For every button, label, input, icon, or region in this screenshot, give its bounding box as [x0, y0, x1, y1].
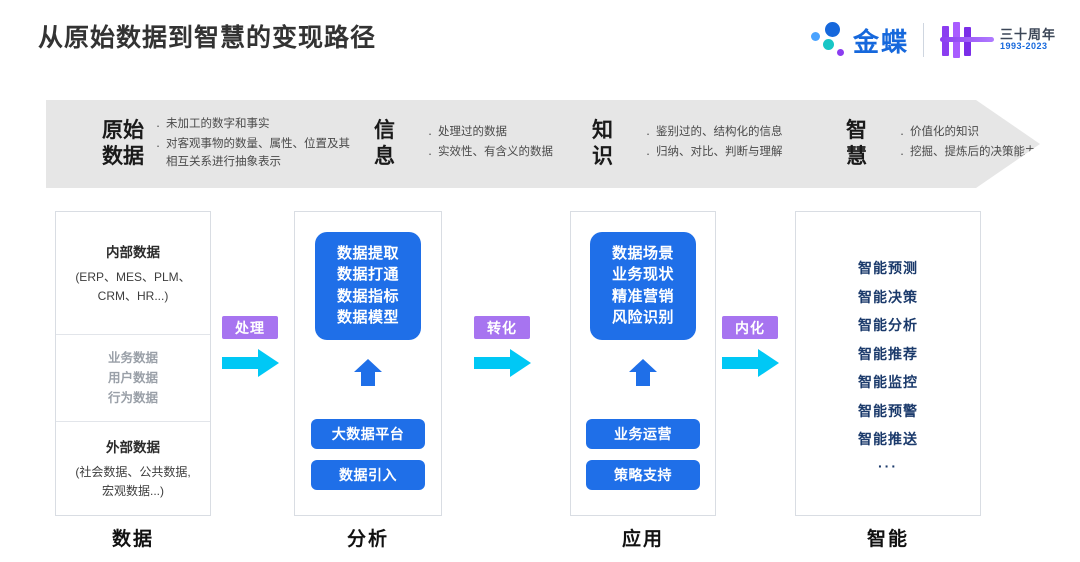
logo-divider: [922, 23, 924, 57]
list-item: 智能监控: [858, 374, 918, 391]
data-types-section: 业务数据 用户数据 行为数据: [56, 334, 210, 422]
application-capability-item: 风险识别: [611, 308, 674, 326]
list-item: 智能决策: [858, 288, 918, 305]
list-item: 智能分析: [858, 317, 918, 334]
analysis-capability-item: 数据提取: [336, 245, 399, 262]
application-capability-item: 数据场景: [611, 245, 674, 262]
stage-bullets: · 价值化的知识 · 挖掘、提炼后的决策能力: [894, 124, 1037, 164]
anniversary-title: 三十周年: [999, 27, 1056, 43]
list-item: 智能推送: [858, 431, 918, 448]
banner-stage-information: 信 息 · 处理过的数据 · 实效性、有含义的数据: [374, 100, 553, 188]
internal-data-line: (ERP、MES、PLM、: [75, 269, 191, 284]
list-item: 智能预测: [858, 260, 918, 276]
card-application: 数据场景 业务现状 精准营销 风险识别 业务运营 策略支持: [570, 211, 716, 516]
page-title: 从原始数据到智慧的变现路径: [38, 24, 377, 52]
column-footer-data: 数据: [111, 529, 154, 550]
connector-processing: 处理: [222, 316, 286, 383]
list-ellipsis: ···: [878, 457, 898, 474]
bullet-dot-icon: ·: [899, 125, 905, 141]
stage-bullet-text: 未加工的数字和事实: [166, 118, 270, 131]
connector-label: 转化: [474, 316, 530, 339]
stage-bullet-text: 归纳、对比、判断与理解: [656, 146, 783, 158]
bullet-dot-icon: ·: [899, 146, 905, 161]
analysis-ingest-pill[interactable]: 数据引入: [311, 460, 425, 490]
bullet-dot-icon: ·: [155, 118, 161, 134]
stage-bullets: · 未加工的数字和事实 · 对客观事物的数量、属性、位置及其相互关系进行抽象表示: [150, 116, 356, 172]
banner-stage-raw-data: 原始 数据 · 未加工的数字和事实 · 对客观事物的数量、属性、位置及其相互关系…: [102, 100, 356, 188]
right-arrow-icon: [222, 349, 279, 377]
application-operations-pill[interactable]: 业务运营: [586, 419, 700, 449]
card-data: 内部数据 (ERP、MES、PLM、 CRM、HR...) 业务数据 用户数据 …: [55, 211, 211, 516]
page-header: 从原始数据到智慧的变现路径 金蝶 三十周年 1993-2023: [0, 0, 1080, 80]
bullet-dot-icon: ·: [645, 146, 651, 161]
stage-name: 智 慧: [846, 119, 867, 168]
up-arrow-icon: [629, 359, 657, 386]
logo-dots-icon: [809, 20, 851, 60]
connector-label: 处理: [222, 316, 278, 339]
stage-bullet-text: 价值化的知识: [910, 125, 979, 138]
bullet-dot-icon: ·: [645, 125, 651, 141]
external-data-section: 外部数据 (社会数据、公共数据, 宏观数据...): [56, 422, 210, 515]
stage-bullets: · 鉴别过的、结构化的信息 · 归纳、对比、判断与理解: [640, 124, 783, 164]
right-arrow-icon: [474, 349, 531, 377]
kingdee-logo: 金蝶 三十周年 1993-2023: [809, 18, 1056, 62]
stage-name: 知 识: [592, 119, 613, 168]
connector-transformation: 转化: [474, 316, 538, 383]
connector-label: 内化: [722, 316, 778, 339]
application-capability-box: 数据场景 业务现状 精准营销 风险识别: [590, 232, 696, 341]
application-capability-item: 业务现状: [611, 266, 674, 284]
column-footer-analysis: 分析: [346, 529, 389, 550]
external-data-line: (社会数据、公共数据,: [75, 465, 191, 480]
analysis-capability-box: 数据提取 数据打通 数据指标 数据模型: [315, 232, 421, 341]
internal-data-section: 内部数据 (ERP、MES、PLM、 CRM、HR...): [56, 212, 210, 334]
stage-bullets: · 处理过的数据 · 实效性、有含义的数据: [422, 124, 553, 164]
application-strategy-pill[interactable]: 策略支持: [586, 460, 700, 490]
bullet-dot-icon: ·: [427, 125, 433, 141]
logo-wordmark: 金蝶: [852, 26, 909, 57]
anniversary-mark-icon: [938, 20, 994, 60]
bullet-dot-icon: ·: [155, 138, 161, 154]
anniversary-years: 1993-2023: [999, 41, 1048, 52]
banner-stage-wisdom: 智 慧 · 价值化的知识 · 挖掘、提炼后的决策能力: [846, 100, 1037, 188]
internal-data-title: 内部数据: [106, 244, 160, 260]
stage-bullet-text: 鉴别过的、结构化的信息: [656, 125, 783, 138]
stage-name: 原始 数据: [102, 119, 144, 168]
bullet-dot-icon: ·: [427, 146, 433, 161]
up-arrow-icon: [354, 359, 382, 386]
analysis-capability-item: 数据打通: [336, 266, 399, 284]
stage-name: 信 息: [374, 119, 395, 168]
analysis-capability-item: 数据指标: [336, 287, 399, 305]
data-type-item: 行为数据: [107, 391, 158, 406]
column-footer-application: 应用: [621, 529, 664, 550]
card-analysis: 数据提取 数据打通 数据指标 数据模型 大数据平台 数据引入: [294, 211, 442, 516]
application-capability-item: 精准营销: [611, 287, 674, 305]
stage-bullet-text: 处理过的数据: [438, 125, 507, 138]
card-intelligence: 智能预测 智能决策 智能分析 智能推荐 智能监控 智能预警 智能推送 ···: [795, 211, 981, 516]
list-item: 智能预警: [858, 402, 918, 419]
external-data-line: 宏观数据...): [102, 484, 164, 498]
stage-bullet-text: 对客观事物的数量、属性、位置及其相互关系进行抽象表示: [166, 138, 350, 169]
stage-bullet-text: 挖掘、提炼后的决策能力: [910, 146, 1037, 158]
stage-bullet-text: 实效性、有含义的数据: [438, 146, 553, 158]
anniversary-text: 三十周年 1993-2023: [1000, 28, 1056, 51]
dikw-banner: 原始 数据 · 未加工的数字和事实 · 对客观事物的数量、属性、位置及其相互关系…: [46, 100, 1040, 188]
right-arrow-icon: [722, 349, 779, 377]
intelligence-list: 智能预测 智能决策 智能分析 智能推荐 智能监控 智能预警 智能推送 ···: [796, 254, 980, 479]
analysis-platform-pill[interactable]: 大数据平台: [311, 419, 425, 449]
column-footer-intelligence: 智能: [866, 529, 909, 550]
data-type-item: 业务数据: [107, 350, 158, 365]
analysis-capability-item: 数据模型: [336, 308, 399, 326]
banner-stage-knowledge: 知 识 · 鉴别过的、结构化的信息 · 归纳、对比、判断与理解: [592, 100, 783, 188]
data-type-item: 用户数据: [107, 370, 158, 385]
internal-data-line: CRM、HR...): [97, 288, 169, 303]
connector-internalization: 内化: [722, 316, 786, 383]
list-item: 智能推荐: [858, 345, 918, 362]
external-data-title: 外部数据: [106, 440, 160, 456]
